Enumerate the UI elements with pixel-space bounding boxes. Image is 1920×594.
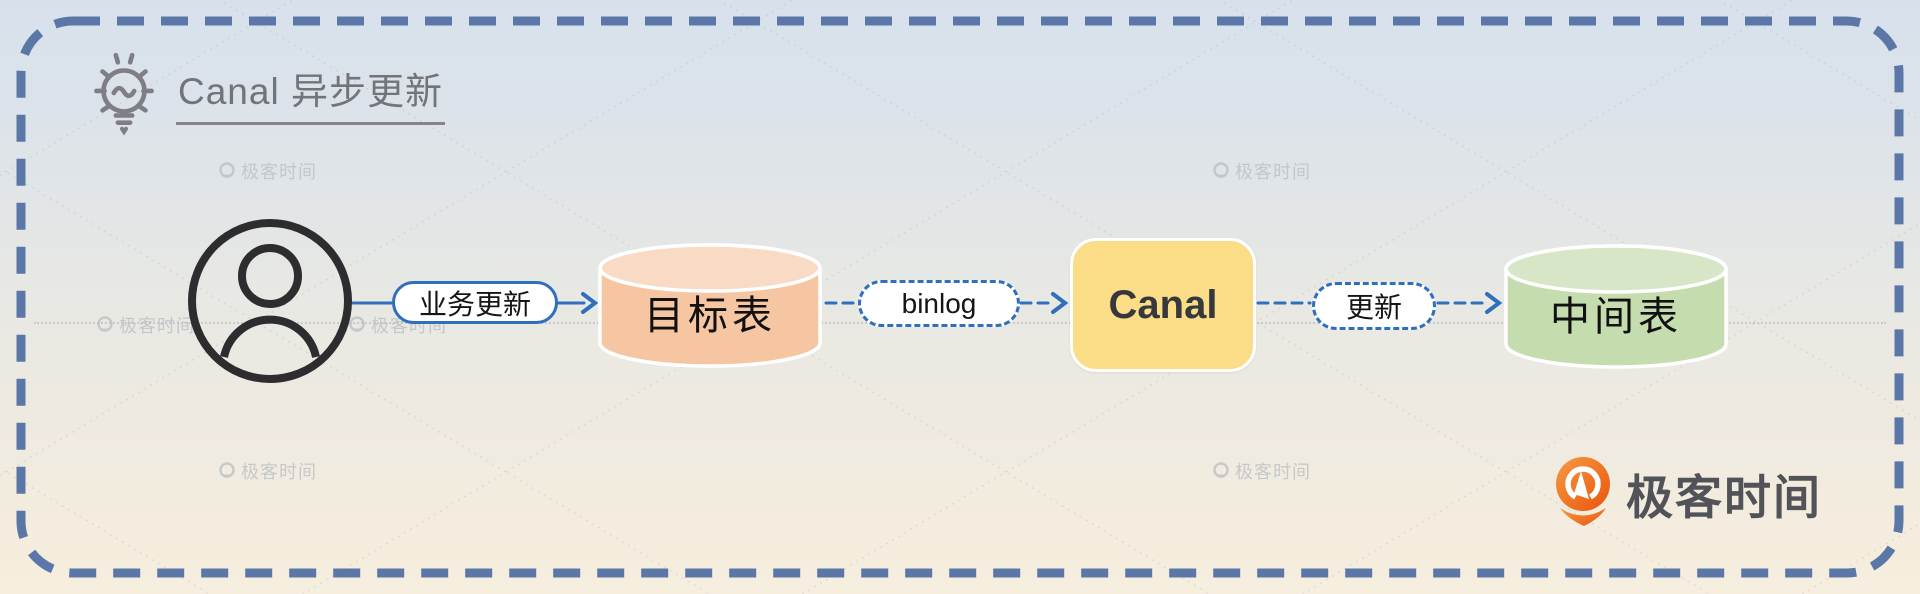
watermark: 极客时间 xyxy=(96,312,195,338)
geektime-logo-icon xyxy=(1556,457,1610,526)
arrowhead-icon xyxy=(581,292,599,314)
edge-label-text: 业务更新 xyxy=(418,288,531,320)
database-cylinder-icon xyxy=(598,243,822,368)
edge-label-text: binlog xyxy=(901,287,977,319)
node-label: 目标表 xyxy=(644,294,776,338)
geektime-logo-text: 极客时间 xyxy=(1626,470,1822,524)
watermark-logo-icon xyxy=(1213,462,1229,478)
watermark: 极客时间 xyxy=(1212,158,1311,184)
watermark-text: 极客时间 xyxy=(1235,462,1311,482)
node-label: 中间表 xyxy=(1550,295,1682,339)
edge-label-text: 更新 xyxy=(1345,292,1402,323)
edge-label-business-update: 业务更新 xyxy=(392,281,558,324)
watermark-logo-icon xyxy=(219,162,235,178)
arrowhead-icon xyxy=(1051,292,1069,314)
watermark-logo-icon xyxy=(349,316,365,332)
geektime-logo: 极客时间 xyxy=(1554,456,1822,530)
watermark: 极客时间 xyxy=(218,458,317,484)
watermark-text: 极客时间 xyxy=(241,162,317,182)
node-canal: Canal xyxy=(1070,238,1256,372)
diagram-title-block: Canal 异步更新 xyxy=(88,48,445,138)
arrowhead-icon xyxy=(1485,292,1503,314)
edge-label-binlog: binlog xyxy=(858,280,1020,327)
node-middle-table: 中间表 xyxy=(1502,242,1730,372)
diagram-title: Canal 异步更新 xyxy=(176,61,445,125)
watermark-text: 极客时间 xyxy=(119,316,195,336)
database-cylinder-icon xyxy=(1504,244,1728,369)
lightbulb-icon xyxy=(94,52,154,136)
watermark-logo-icon xyxy=(219,462,235,478)
watermark-logo-icon xyxy=(97,316,113,332)
edge-label-update: 更新 xyxy=(1312,282,1436,330)
user-icon xyxy=(188,219,352,383)
node-target-table: 目标表 xyxy=(596,241,824,371)
watermark-text: 极客时间 xyxy=(241,462,317,482)
user-node xyxy=(186,217,354,385)
watermark-logo-icon xyxy=(1213,162,1229,178)
watermark: 极客时间 xyxy=(1212,458,1311,484)
node-label: Canal xyxy=(1108,282,1218,327)
watermark-text: 极客时间 xyxy=(1235,162,1311,182)
watermark: 极客时间 xyxy=(218,158,317,184)
